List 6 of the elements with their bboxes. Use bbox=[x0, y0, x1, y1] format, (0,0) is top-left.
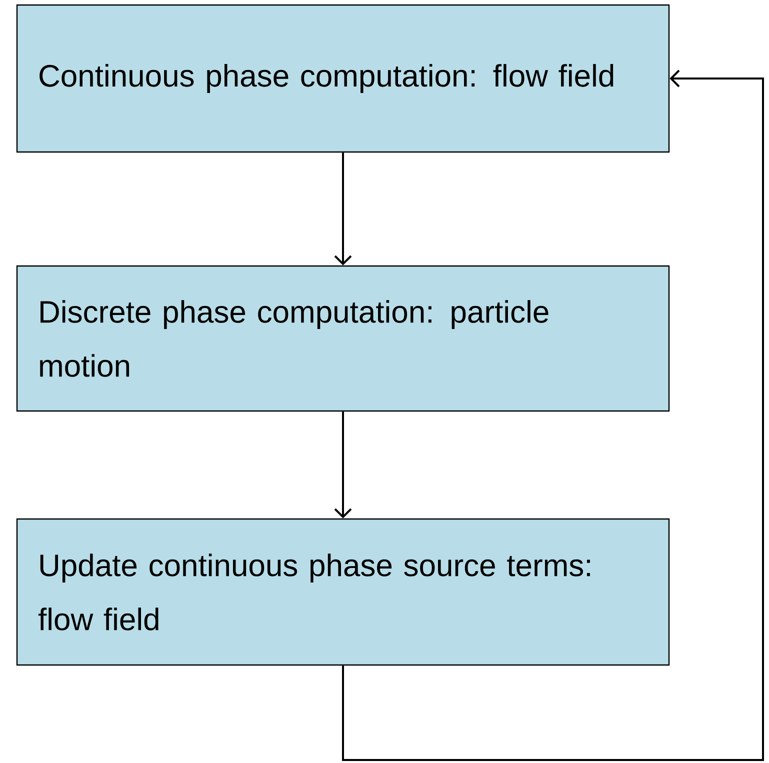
process-box: Update continuous phase source terms: flow field bbox=[16, 518, 670, 666]
arrow bbox=[334, 412, 352, 518]
arrow bbox=[334, 152, 352, 266]
process-box: Continuous phase computation: flow field bbox=[16, 4, 670, 153]
arrow bbox=[342, 70, 764, 761]
process-box: Discrete phase computation: particle motion bbox=[16, 265, 670, 412]
